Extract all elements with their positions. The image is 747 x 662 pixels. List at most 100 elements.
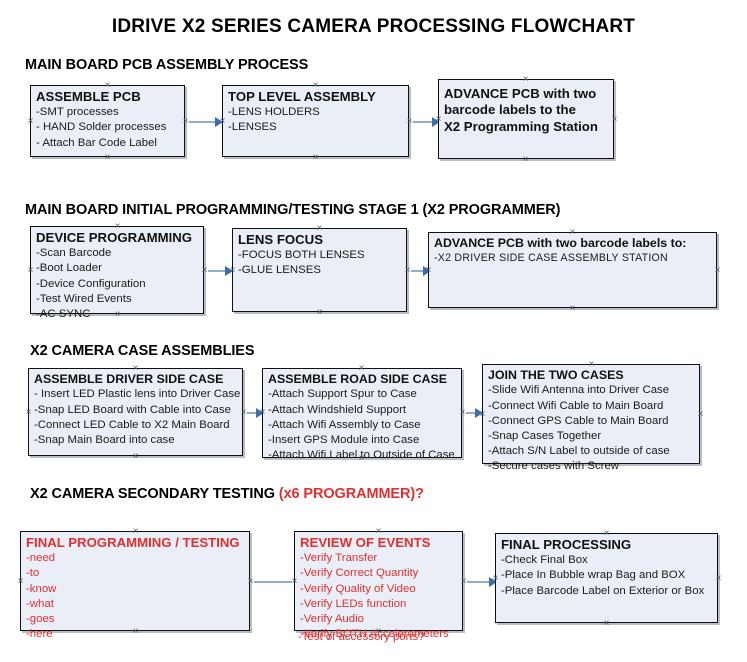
- connection-handle[interactable]: [131, 527, 140, 536]
- list-item: -FOCUS BOTH LENSES: [238, 249, 365, 262]
- list-item: -GLUE LENSES: [238, 264, 321, 277]
- connection-handle[interactable]: [218, 117, 227, 126]
- connector-device-programming-to-lens-focus: [208, 270, 229, 272]
- list-item: -Connect Wifi Cable to Main Board: [488, 399, 664, 412]
- list-item: -AC SYNC: [36, 307, 91, 320]
- list-item: -Slide Wifi Antenna into Driver Case: [488, 384, 670, 397]
- connector-road-case-to-join-cases: [466, 412, 478, 414]
- connection-handle[interactable]: [315, 308, 324, 317]
- node-advance-pcb-to-programming-station[interactable]: ADVANCE PCB with two barcode labels to t…: [438, 79, 614, 159]
- list-item: - Insert LED Plastic lens into Driver Ca…: [34, 388, 241, 401]
- list-item: -goes: [26, 612, 55, 625]
- section-heading-text: X2 CAMERA SECONDARY TESTING: [30, 486, 279, 502]
- node-title: DEVICE PROGRAMMING: [36, 230, 193, 245]
- connection-handle[interactable]: [696, 410, 705, 419]
- list-item: -Snap LED Board with Cable into Case: [34, 403, 231, 416]
- connection-handle[interactable]: [714, 574, 723, 583]
- connection-handle[interactable]: [131, 364, 140, 373]
- list-item: -SMT processes: [36, 106, 119, 119]
- connection-handle[interactable]: [568, 304, 577, 313]
- section-heading-x2-camera-case-assemblies: X2 CAMERA CASE ASSEMBLIES: [30, 343, 255, 359]
- node-title: REVIEW OF EVENTS: [300, 535, 431, 550]
- connection-handle[interactable]: [290, 577, 299, 586]
- list-item: -to: [26, 567, 40, 580]
- list-item: -Attach S/N Label to outside of case: [488, 445, 670, 458]
- connection-handle[interactable]: [113, 222, 122, 231]
- connection-handle[interactable]: [311, 81, 320, 90]
- connection-handle[interactable]: [374, 527, 383, 536]
- list-item: -LENSES: [228, 121, 277, 134]
- connection-handle[interactable]: [16, 577, 25, 586]
- node-assemble-road-side-case[interactable]: ASSEMBLE ROAD SIDE CASE -Attach Support …: [262, 368, 462, 461]
- connection-handle[interactable]: [228, 266, 237, 275]
- node-final-programming-testing[interactable]: FINAL PROGRAMMING / TESTING -need -to -k…: [20, 531, 250, 640]
- connection-handle[interactable]: [374, 627, 383, 636]
- connection-handle[interactable]: [521, 155, 530, 164]
- section-heading-main-board-initial-programming: MAIN BOARD INITIAL PROGRAMMING/TESTING S…: [25, 202, 561, 218]
- node-assemble-pcb[interactable]: ASSEMBLE PCB -SMT processes - HAND Solde…: [30, 85, 185, 157]
- list-item: -Snap Main Board into case: [34, 433, 175, 446]
- connection-handle[interactable]: [311, 153, 320, 162]
- connector-review-to-final-processing: [467, 581, 492, 583]
- list-item: -Scan Barcode: [36, 247, 112, 260]
- node-lens-focus[interactable]: LENS FOCUS -FOCUS BOTH LENSES -GLUE LENS…: [232, 228, 407, 312]
- list-item: -Attach Windshield Support: [268, 403, 407, 416]
- list-item: -Snap Cases Together: [488, 429, 602, 442]
- connection-handle[interactable]: [103, 81, 112, 90]
- connection-handle[interactable]: [357, 364, 366, 373]
- connector-driver-case-to-road-case: [247, 412, 259, 414]
- list-item: -Verify LEDs function: [300, 597, 407, 610]
- connection-handle[interactable]: [602, 619, 611, 628]
- section-heading-main-board-pcb-assembly: MAIN BOARD PCB ASSEMBLY PROCESS: [25, 57, 309, 73]
- connection-handle[interactable]: [434, 115, 443, 124]
- node-title: ASSEMBLE PCB: [36, 89, 141, 104]
- connection-handle[interactable]: [602, 529, 611, 538]
- section-heading-accent: (x6 PROGRAMMER)?: [278, 486, 424, 502]
- connection-handle[interactable]: [568, 228, 577, 237]
- connection-handle[interactable]: [424, 266, 433, 275]
- connector-assemble-pcb-to-top-level: [189, 121, 217, 123]
- node-advance-pcb-to-driver-side-case[interactable]: ADVANCE PCB with two barcode labels to: …: [428, 232, 717, 308]
- list-item: -here: [26, 628, 53, 641]
- connection-handle[interactable]: [713, 266, 722, 275]
- connection-handle[interactable]: [131, 452, 140, 461]
- node-title: ADVANCE PCB with two barcode labels to:: [434, 236, 687, 250]
- review-of-events-overflow-item: -Test of accessory ports?: [298, 631, 425, 643]
- connection-handle[interactable]: [357, 454, 366, 463]
- connection-handle[interactable]: [131, 627, 140, 636]
- node-device-programming[interactable]: DEVICE PROGRAMMING -Scan Barcode -Boot L…: [30, 226, 204, 320]
- list-item: -Place In Bubble wrap Bag and BOX: [501, 569, 686, 582]
- connection-handle[interactable]: [478, 410, 487, 419]
- node-item-list: - Insert LED Plastic lens into Driver Ca…: [34, 387, 241, 448]
- connection-handle[interactable]: [26, 117, 35, 126]
- node-join-the-two-cases[interactable]: JOIN THE TWO CASES -Slide Wifi Antenna i…: [482, 364, 700, 472]
- list-item: -Place Barcode Label on Exterior or Box: [501, 584, 705, 597]
- connection-handle[interactable]: [103, 153, 112, 162]
- connection-handle[interactable]: [521, 75, 530, 84]
- node-item-list: -FOCUS BOTH LENSES -GLUE LENSES: [238, 248, 402, 278]
- list-item: -Test Wired Events: [36, 292, 132, 305]
- connection-handle[interactable]: [258, 408, 267, 417]
- list-item: -Connect LED Cable to X2 Main Board: [34, 418, 230, 431]
- node-review-of-events[interactable]: REVIEW OF EVENTS -Verify Transfer -Verif…: [294, 531, 463, 640]
- list-item: -Check Final Box: [501, 554, 588, 567]
- connection-handle[interactable]: [113, 310, 122, 319]
- node-final-processing[interactable]: FINAL PROCESSING -Check Final Box -Place…: [495, 533, 718, 623]
- connection-handle[interactable]: [610, 115, 619, 124]
- connector-final-programming-to-review: [254, 581, 292, 583]
- node-title: LENS FOCUS: [238, 232, 323, 247]
- list-item: -Verify Transfer: [300, 552, 378, 565]
- connection-handle[interactable]: [587, 460, 596, 469]
- connection-handle[interactable]: [24, 408, 33, 417]
- connection-handle[interactable]: [315, 224, 324, 233]
- connection-handle[interactable]: [26, 266, 35, 275]
- node-title-line: ADVANCE PCB with two: [444, 86, 597, 101]
- connection-handle[interactable]: [491, 574, 500, 583]
- connector-top-level-to-advance-pcb: [413, 121, 436, 123]
- node-item-list: -LENS HOLDERS -LENSES: [228, 105, 404, 135]
- connection-handle[interactable]: [587, 360, 596, 369]
- node-item-list: -SMT processes - HAND Solder processes -…: [36, 105, 180, 150]
- node-top-level-assembly[interactable]: TOP LEVEL ASSEMBLY -LENS HOLDERS -LENSES: [222, 85, 409, 157]
- node-assemble-driver-side-case[interactable]: ASSEMBLE DRIVER SIDE CASE - Insert LED P…: [28, 368, 243, 456]
